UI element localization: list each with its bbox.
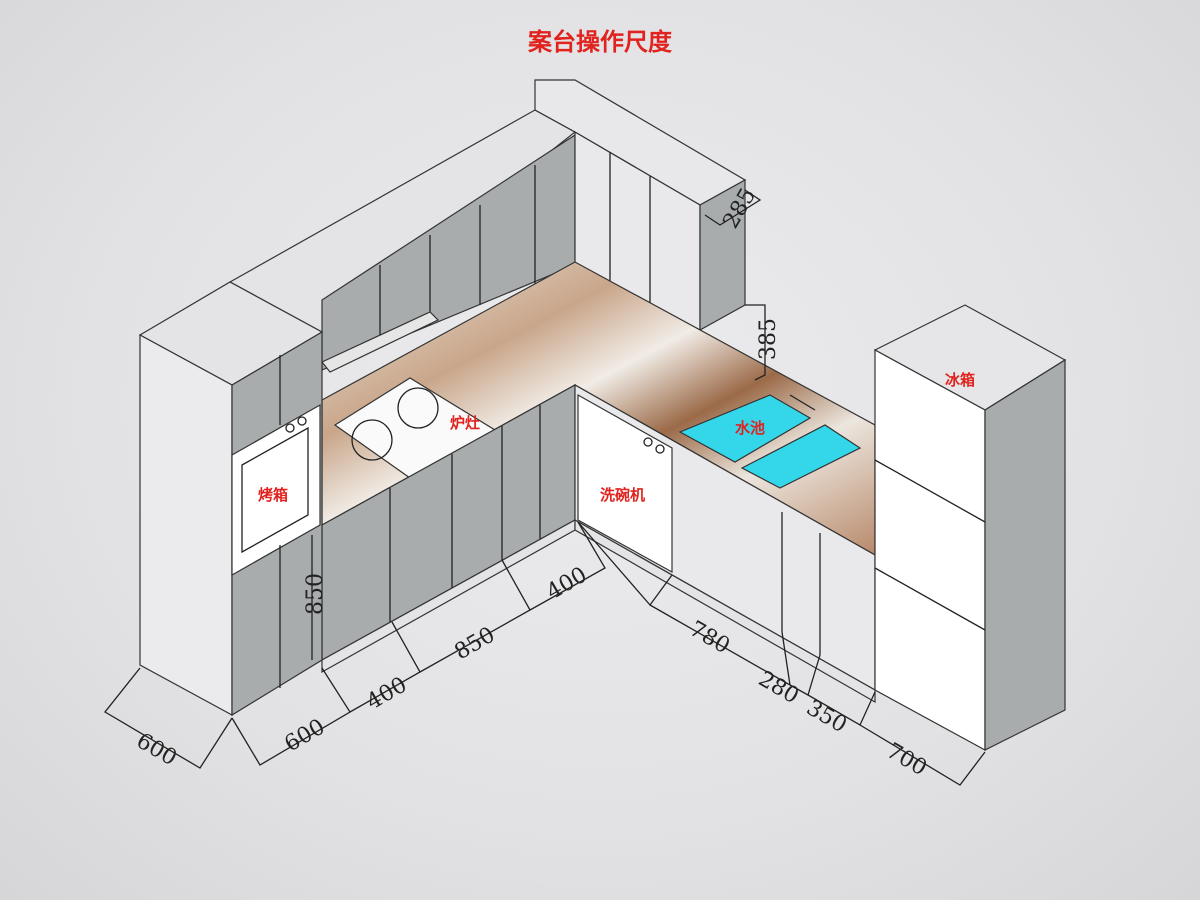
dim-counter-height: 850 xyxy=(303,573,328,615)
sink-label: 水池 xyxy=(735,419,765,437)
oven-label: 烤箱 xyxy=(258,486,288,504)
dim-upper-gap: 385 xyxy=(756,318,781,360)
dim-tall-width: 600 xyxy=(281,715,330,758)
dim-left-seg2: 850 xyxy=(451,623,500,666)
fridge[interactable]: 冰箱 xyxy=(873,304,1067,752)
dim-right-seg2: 280 xyxy=(754,667,803,710)
sink[interactable]: 水池 xyxy=(678,394,862,489)
dim-right-seg3: 350 xyxy=(802,696,851,739)
dimension-lines xyxy=(104,189,986,786)
dim-right-seg1: 780 xyxy=(685,617,734,660)
dim-left-seg1: 400 xyxy=(363,673,412,716)
dim-tall-side-depth: 600 xyxy=(132,729,181,772)
fridge-label: 冰箱 xyxy=(945,371,975,389)
stove-label: 炉灶 xyxy=(450,414,480,432)
tall-oven-cabinet: 烤箱 xyxy=(138,281,324,717)
page-title: 案台操作尺度 xyxy=(528,28,672,56)
dishwasher[interactable] xyxy=(577,393,673,574)
lower-cabinets-right: 洗碗机 xyxy=(574,383,876,704)
oven[interactable] xyxy=(231,403,321,577)
dishwasher-label: 洗碗机 xyxy=(600,486,645,504)
dim-fridge-width: 700 xyxy=(882,739,931,782)
